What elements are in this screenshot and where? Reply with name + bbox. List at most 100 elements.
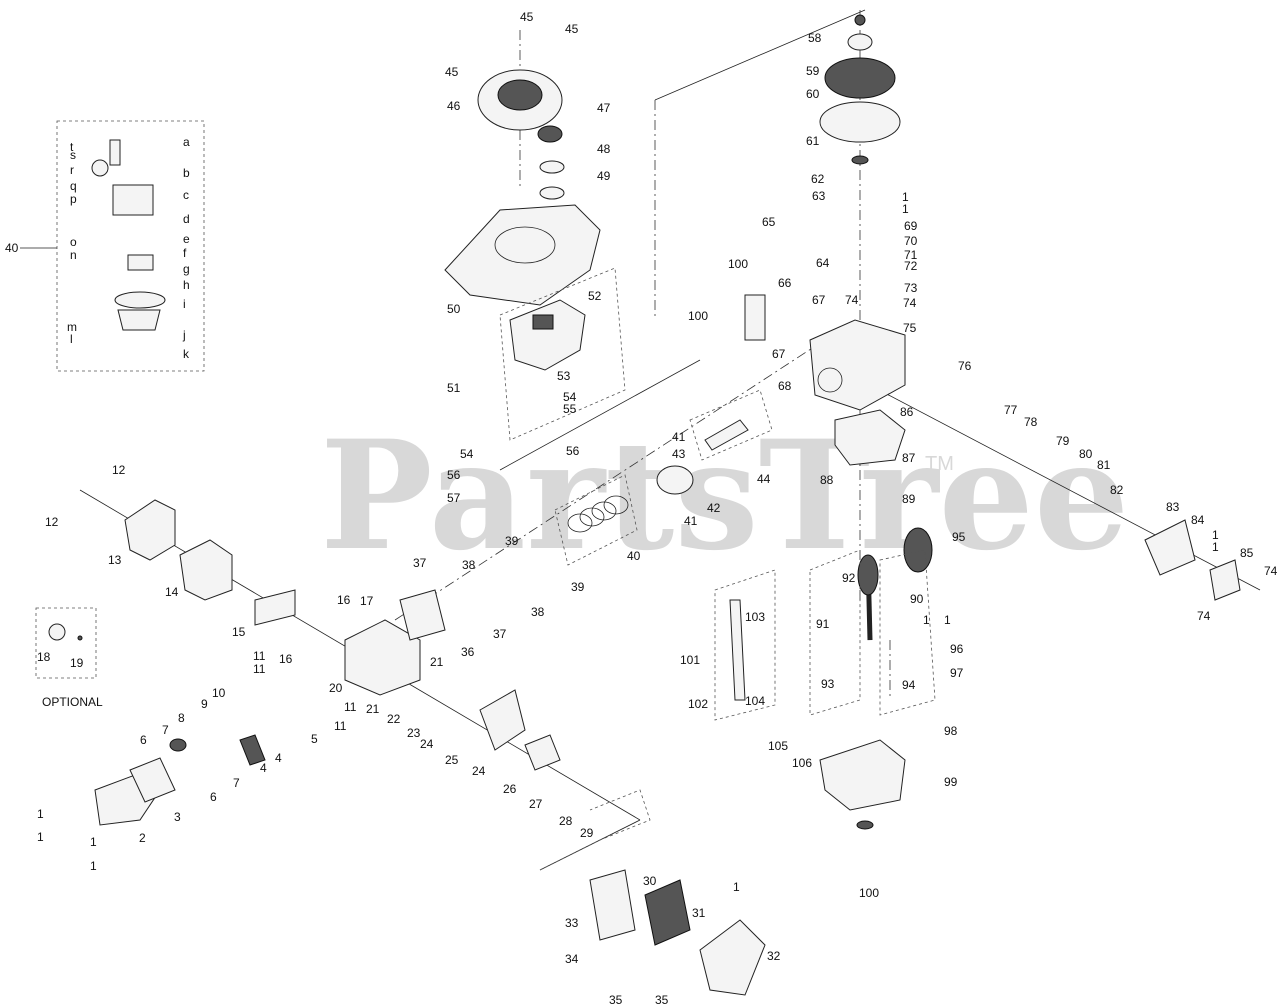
kit-letter-g: g — [183, 262, 190, 276]
callout-74d: 74 — [1197, 609, 1211, 623]
kit-letter-q: q — [70, 179, 77, 193]
callout-17: 17 — [360, 594, 374, 608]
callout-74b: 74 — [903, 296, 917, 310]
callout-22: 22 — [387, 712, 401, 726]
kit-letter-o: o — [70, 235, 77, 249]
callout-11a: 11 — [253, 649, 266, 663]
callout-24a: 24 — [420, 737, 434, 751]
watermark-trademark: TM — [925, 453, 954, 475]
callout-56b: 56 — [566, 444, 580, 458]
kit-letter-r: r — [70, 163, 74, 177]
callout-91: 91 — [816, 617, 830, 631]
callout-41b: 41 — [684, 514, 698, 528]
kit-letter-t: t — [70, 140, 74, 154]
callout-102: 102 — [688, 697, 708, 711]
callout-78: 78 — [1024, 415, 1038, 429]
callout-32: 32 — [767, 949, 781, 963]
callout-74a: 74 — [845, 293, 859, 307]
callout-60: 60 — [806, 87, 820, 101]
callout-101: 101 — [680, 653, 700, 667]
callout-87: 87 — [902, 451, 916, 465]
callout-39b: 39 — [571, 580, 585, 594]
kit-letter-d: d — [183, 212, 190, 226]
callout-33: 33 — [565, 916, 579, 930]
callout-5: 5 — [311, 732, 318, 746]
callout-11d: 11 — [334, 719, 347, 733]
callout-51: 51 — [447, 381, 461, 395]
callout-63: 63 — [812, 189, 826, 203]
callout-85: 85 — [1240, 546, 1254, 560]
callout-73: 73 — [904, 281, 918, 295]
callout-54b: 54 — [460, 447, 474, 461]
callout-9: 9 — [201, 697, 208, 711]
callout-7b: 7 — [233, 776, 240, 790]
kit-letter-c: c — [183, 188, 189, 202]
callout-97: 97 — [950, 666, 964, 680]
callout-81: 81 — [1097, 458, 1111, 472]
kit-letter-f: f — [183, 246, 187, 260]
callout-21b: 21 — [366, 702, 380, 716]
callout-25: 25 — [445, 753, 459, 767]
callout-49: 49 — [597, 169, 611, 183]
callout-6b: 6 — [210, 790, 217, 804]
optional-box — [35, 607, 97, 679]
callout-27: 27 — [529, 797, 543, 811]
callout-64: 64 — [816, 256, 830, 270]
callout-98: 98 — [944, 724, 958, 738]
callout-30: 30 — [643, 874, 657, 888]
kit-letter-i: i — [183, 297, 186, 311]
callout-66: 66 — [778, 276, 792, 290]
kit-letter-m: m — [67, 320, 77, 334]
callout-89: 89 — [902, 492, 916, 506]
callout-14: 14 — [165, 585, 179, 599]
callout-92: 92 — [842, 571, 856, 585]
callout-52: 52 — [588, 289, 602, 303]
callout-99: 99 — [944, 775, 958, 789]
callout-20: 20 — [329, 681, 343, 695]
callout-105: 105 — [768, 739, 788, 753]
optional-label: OPTIONAL — [42, 695, 103, 709]
callout-77: 77 — [1004, 403, 1018, 417]
callout-labels: 40 45 45 45 46 47 48 49 50 51 52 53 54 5… — [5, 10, 1278, 1007]
callout-65: 65 — [762, 215, 776, 229]
callout-42: 42 — [707, 501, 721, 515]
callout-55: 55 — [563, 402, 577, 416]
callout-76: 76 — [958, 359, 972, 373]
callout-11c: 11 — [344, 700, 357, 714]
callout-72: 72 — [904, 259, 918, 273]
callout-106: 106 — [792, 756, 812, 770]
callout-100c: 100 — [859, 886, 879, 900]
callout-69: 69 — [904, 219, 918, 233]
callout-1d: 1 — [1212, 540, 1219, 554]
carb-kit-letters: a b c d e f g h i j k l m n o p q r s t — [67, 135, 190, 361]
kit-letter-a: a — [183, 135, 190, 149]
callout-84: 84 — [1191, 513, 1205, 527]
kit-letter-e: e — [183, 232, 190, 246]
kit-letter-h: h — [183, 278, 190, 292]
callout-4b: 4 — [260, 761, 267, 775]
callout-59: 59 — [806, 64, 820, 78]
callout-82: 82 — [1110, 483, 1124, 497]
callout-24b: 24 — [472, 764, 486, 778]
callout-38a: 38 — [462, 558, 476, 572]
callout-54a: 54 — [563, 390, 577, 404]
callout-44: 44 — [757, 472, 771, 486]
callout-80: 80 — [1079, 447, 1093, 461]
callout-10: 10 — [212, 686, 226, 700]
callout-100a: 100 — [728, 257, 748, 271]
callout-56a: 56 — [447, 468, 461, 482]
callout-53: 53 — [557, 369, 571, 383]
callout-103: 103 — [745, 610, 765, 624]
kit-letter-b: b — [183, 166, 190, 180]
callout-90: 90 — [910, 592, 924, 606]
callout-88: 88 — [820, 473, 834, 487]
callout-12a: 12 — [112, 463, 126, 477]
callout-75: 75 — [903, 321, 917, 335]
callout-37a: 37 — [413, 556, 427, 570]
callout-100b: 100 — [688, 309, 708, 323]
callout-50: 50 — [447, 302, 461, 316]
callout-4a: 4 — [275, 751, 282, 765]
callout-7a: 7 — [162, 723, 169, 737]
callout-71: 71 — [904, 248, 918, 262]
callout-6a: 6 — [140, 733, 147, 747]
